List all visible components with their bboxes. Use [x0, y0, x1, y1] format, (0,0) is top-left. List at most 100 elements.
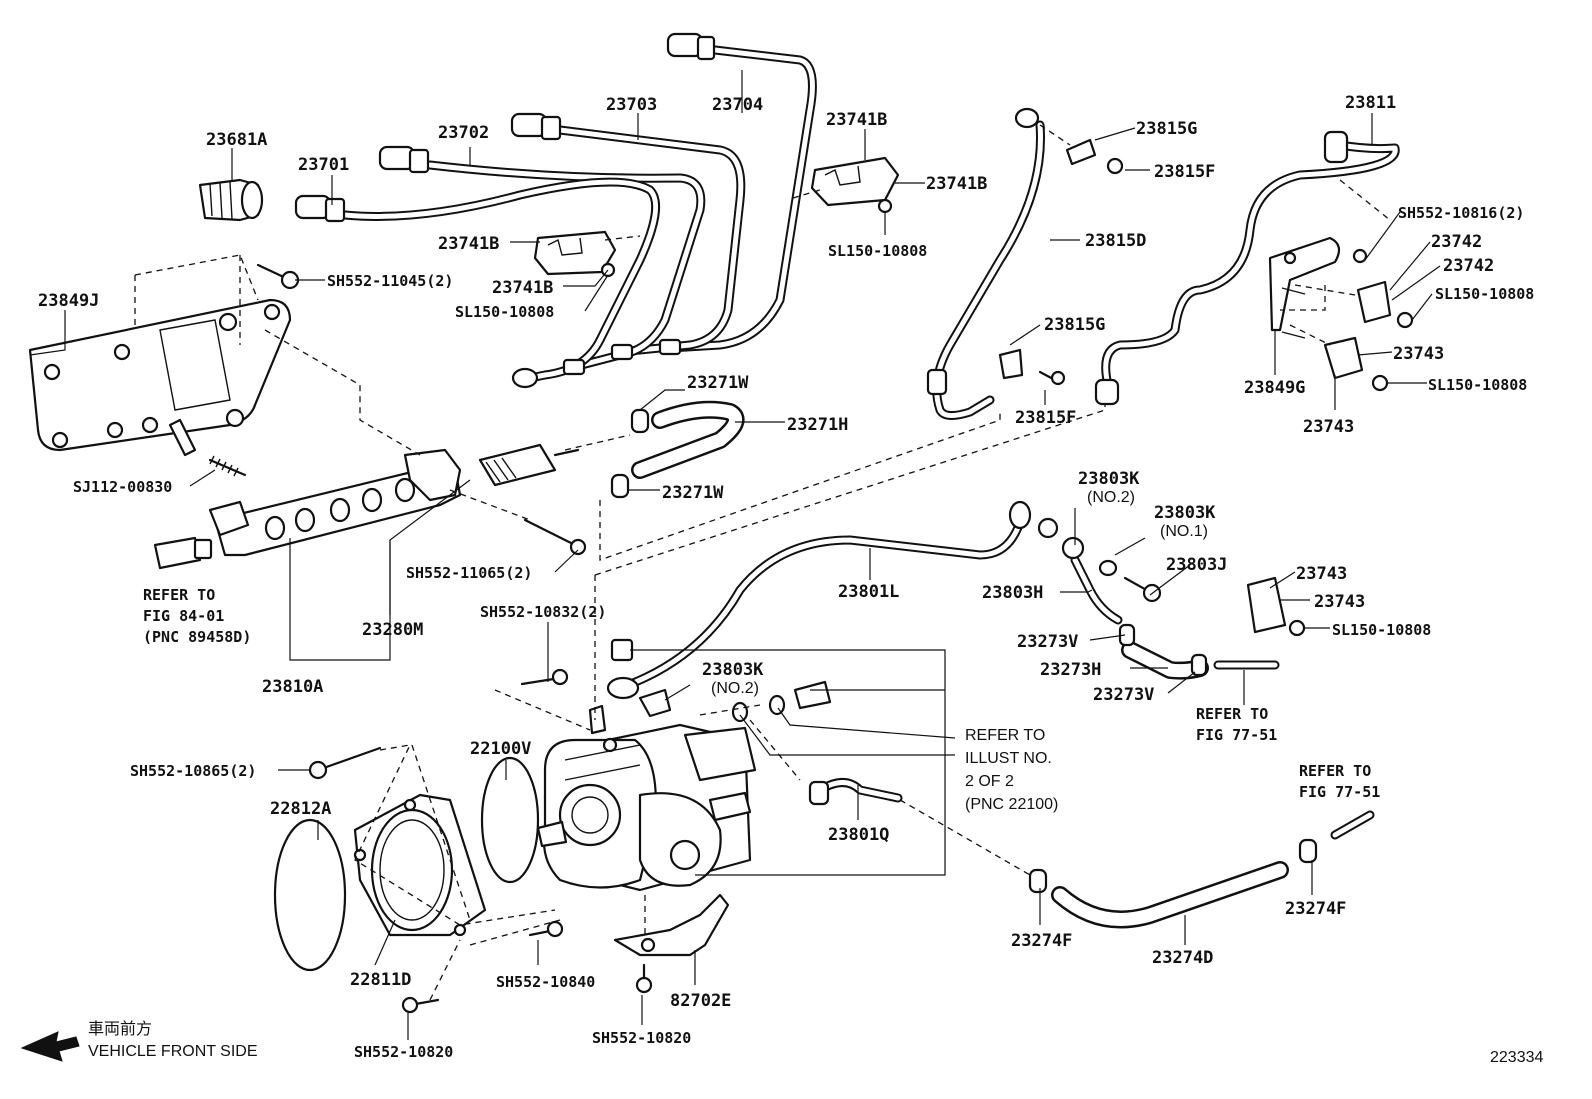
banjo-23815G-mid — [998, 348, 1066, 386]
label-fig-77-51-b: FIG 77-51 — [1299, 783, 1380, 801]
pressure-limiter-23280M — [478, 443, 580, 487]
label-sh552-10820-b: SH552-10820 — [592, 1029, 691, 1047]
label-23803K-c: 23803K — [702, 660, 764, 680]
union-bolt-23803J — [588, 638, 832, 735]
label-sh552-10840: SH552-10840 — [496, 973, 595, 991]
diagram-id: 223334 — [1490, 1049, 1543, 1066]
label-23701: 23701 — [298, 155, 349, 175]
label-23849J: 23849J — [38, 291, 99, 311]
label-23815F-mid: 23815F — [1015, 408, 1076, 428]
clip-23743-lower — [1246, 576, 1306, 637]
label-23273V-b: 23273V — [1093, 685, 1154, 705]
clip-23742 — [1352, 248, 1414, 329]
label-23811: 23811 — [1345, 93, 1396, 113]
label-23743-d: 23743 — [1314, 592, 1365, 612]
common-rail-23810A — [208, 448, 462, 557]
label-no2-b: (NO.2) — [711, 680, 759, 697]
label-fig-84-01: FIG 84-01 — [143, 607, 224, 625]
label-sl150-b: SL150-10808 — [455, 303, 554, 321]
label-sl150-a: SL150-10808 — [828, 242, 927, 260]
injection-pipes — [294, 32, 817, 389]
label-23273V-a: 23273V — [1017, 632, 1078, 652]
label-82702E: 82702E — [670, 991, 731, 1011]
label-front-jp: 車両前方 — [88, 1020, 152, 1038]
hose-23273H — [1118, 623, 1280, 680]
label-refer-illust-3: 2 OF 2 — [965, 773, 1014, 790]
label-23801Q: 23801Q — [828, 825, 889, 845]
label-23742-b: 23742 — [1443, 256, 1494, 276]
label-sh552-10865: SH552-10865(2) — [130, 762, 256, 780]
return-pipe-23815D — [926, 107, 1045, 420]
label-23801L: 23801L — [838, 582, 899, 602]
bolt-sh552-10832 — [520, 668, 569, 686]
label-sh552-11065: SH552-11065(2) — [406, 564, 532, 582]
clip-23743-upper — [1323, 336, 1389, 392]
bolt-sh552-10865 — [308, 746, 382, 780]
label-23741B-3: 23741B — [438, 234, 499, 254]
bolt-sh552-11065 — [523, 518, 587, 556]
label-23803J: 23803J — [1166, 555, 1227, 575]
label-sl150-d: SL150-10808 — [1428, 376, 1527, 394]
label-front-en: VEHICLE FRONT SIDE — [88, 1043, 258, 1060]
label-23742-a: 23742 — [1431, 232, 1482, 252]
label-23274D: 23274D — [1152, 948, 1213, 968]
label-refer-to-b: REFER TO — [1299, 762, 1371, 780]
label-23681A: 23681A — [206, 130, 267, 150]
label-sj112: SJ112-00830 — [73, 478, 172, 496]
bolt-sh552-11045 — [256, 263, 300, 290]
plug-23681A — [198, 178, 264, 222]
label-refer-illust-4: (PNC 22100) — [965, 796, 1058, 813]
oring-22100V — [480, 756, 540, 884]
hose-23271H — [610, 400, 745, 499]
label-23703: 23703 — [606, 95, 657, 115]
label-23702: 23702 — [438, 123, 489, 143]
pipe-clamp-upper — [810, 156, 900, 214]
label-23271W-top: 23271W — [687, 373, 749, 393]
label-23815F-top: 23815F — [1154, 162, 1215, 182]
label-23803K-b: 23803K — [1154, 503, 1216, 523]
supply-pump-assy — [536, 723, 757, 892]
label-23271H: 23271H — [787, 415, 848, 435]
label-23280M: 23280M — [362, 620, 423, 640]
label-pnc-89458d: (PNC 89458D) — [143, 628, 251, 646]
label-sl150-e: SL150-10808 — [1332, 621, 1431, 639]
label-sh552-11045: SH552-11045(2) — [327, 272, 453, 290]
bracket-23849J — [28, 298, 292, 457]
label-22100V: 22100V — [470, 739, 531, 759]
labels: 23681A 23701 23702 23703 23704 23741B 23… — [38, 93, 1543, 1066]
leader-lines — [29, 70, 1441, 1040]
label-refer-to-84: REFER TO — [143, 586, 215, 604]
label-23704: 23704 — [712, 95, 763, 115]
label-23271W-bot: 23271W — [662, 483, 724, 503]
bolt-sh552-10820-a — [401, 996, 440, 1014]
bracket-82702E — [613, 893, 730, 957]
label-23743-c: 23743 — [1296, 564, 1347, 584]
label-23803H: 23803H — [982, 583, 1043, 603]
label-23815G-top: 23815G — [1136, 119, 1197, 139]
label-no2-a: (NO.2) — [1087, 489, 1135, 506]
label-no1: (NO.1) — [1160, 523, 1208, 540]
flange-22811D — [353, 793, 487, 937]
pipe-23801L — [615, 500, 1032, 693]
hose-23274D — [1028, 810, 1375, 929]
banjo-23815G-top — [1065, 138, 1124, 175]
label-23810A: 23810A — [262, 677, 323, 697]
label-23274F-a: 23274F — [1011, 931, 1072, 951]
bolt-sh552-10820-b — [635, 963, 653, 994]
label-22812A: 22812A — [270, 799, 331, 819]
label-23741B-2: 23741B — [926, 174, 987, 194]
pipe-23801Q — [808, 778, 903, 806]
label-refer-illust-1: REFER TO — [965, 727, 1045, 744]
label-23743-b: 23743 — [1303, 417, 1354, 437]
label-sh552-10816: SH552-10816(2) — [1398, 204, 1524, 222]
bolt-sh552-10840 — [528, 920, 564, 938]
pipe-23803H — [1037, 517, 1162, 625]
label-23815G-mid: 23815G — [1044, 315, 1105, 335]
assembly-lines — [134, 124, 1391, 1001]
label-23274F-b: 23274F — [1285, 899, 1346, 919]
label-22811D: 22811D — [350, 970, 411, 990]
bracket-23849G — [1268, 236, 1341, 339]
label-23803K-a: 23803K — [1078, 469, 1140, 489]
label-23849G: 23849G — [1244, 378, 1305, 398]
